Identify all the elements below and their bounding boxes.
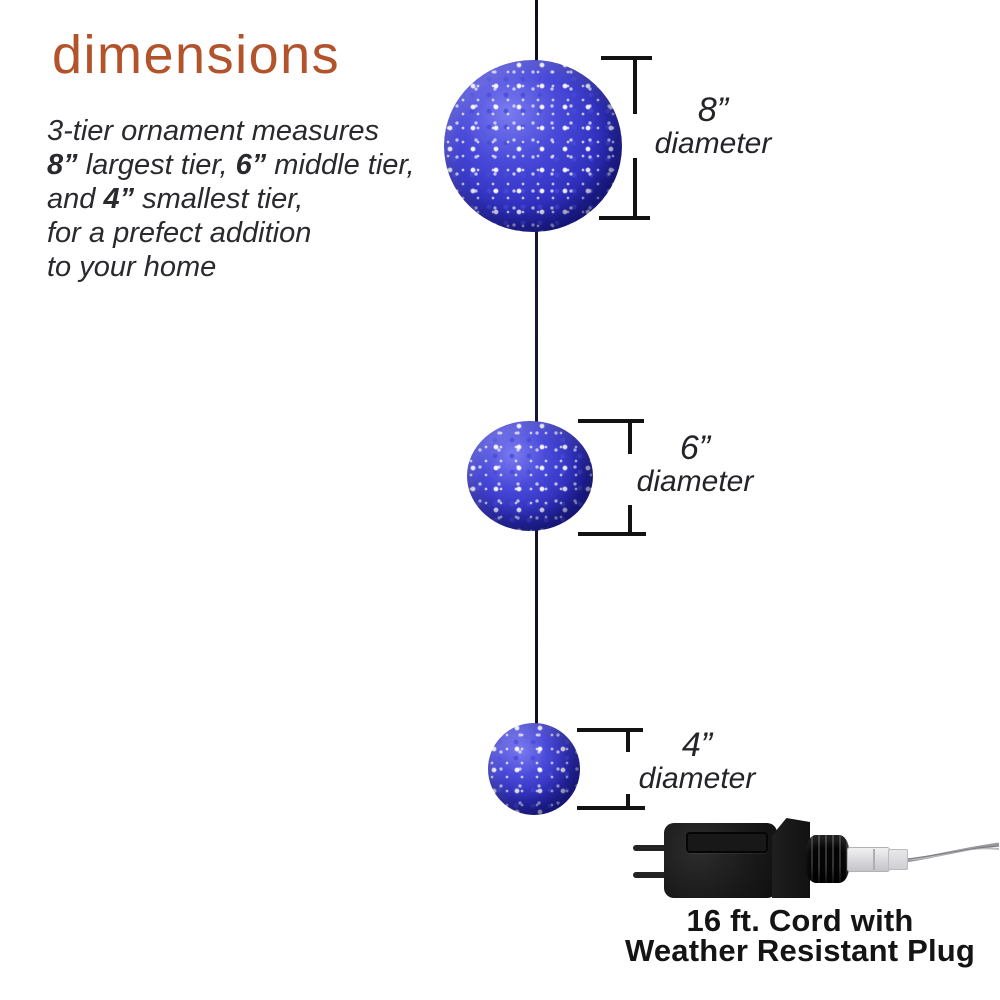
twist-lock-connector [806, 835, 849, 883]
plug-prong [633, 872, 668, 878]
plug-caption-line-1: 16 ft. Cord with [686, 903, 914, 938]
cord-connector [847, 847, 890, 872]
led-sphere-6in [467, 421, 593, 531]
diameter-text: diameter [636, 465, 754, 498]
size-text: 8” [697, 91, 729, 129]
bracket-cap [578, 419, 644, 423]
dimension-label-6in: 6” diameter [632, 430, 758, 497]
bracket-stem [626, 728, 630, 752]
bracket-cap [601, 56, 652, 60]
hanging-cord-line [535, 0, 538, 772]
plug-collar [772, 818, 810, 898]
led-sphere-4in [488, 723, 580, 815]
size-text: 4” [681, 726, 713, 764]
page-title: dimensions [52, 25, 341, 85]
bracket-stem [633, 56, 637, 114]
bracket-cap [599, 216, 650, 220]
cord-connector-end [888, 849, 908, 870]
product-description: 3-tier ornament measures 8” largest tier… [47, 114, 415, 284]
description-line-5: to your home [47, 251, 217, 283]
plug-prong [633, 845, 668, 851]
dimension-label-4in: 4” diameter [634, 727, 760, 794]
description-line-3: and 4” smallest tier, [47, 183, 304, 215]
bracket-cap [578, 532, 646, 536]
bracket-cap [577, 728, 643, 732]
wire-leads [894, 842, 1000, 864]
bracket-stem [633, 158, 637, 220]
bracket-cap [577, 806, 645, 810]
size-text: 6” [679, 429, 711, 467]
description-line-1: 3-tier ornament measures [47, 115, 380, 147]
plug-caption: 16 ft. Cord with Weather Resistant Plug [615, 903, 985, 968]
description-line-4: for a prefect addition [47, 217, 312, 249]
dimension-label-8in: 8” diameter [648, 92, 778, 159]
plug-panel [686, 832, 768, 853]
diameter-text: diameter [654, 127, 772, 160]
plug-caption-line-2: Weather Resistant Plug [624, 933, 976, 968]
led-sphere-8in [444, 60, 622, 232]
bracket-stem [628, 419, 632, 454]
description-line-2: 8” largest tier, 6” middle tier, [47, 149, 415, 181]
bracket-stem [626, 794, 630, 808]
bracket-stem [628, 505, 632, 534]
plug-body [664, 823, 777, 898]
diameter-text: diameter [638, 762, 756, 795]
